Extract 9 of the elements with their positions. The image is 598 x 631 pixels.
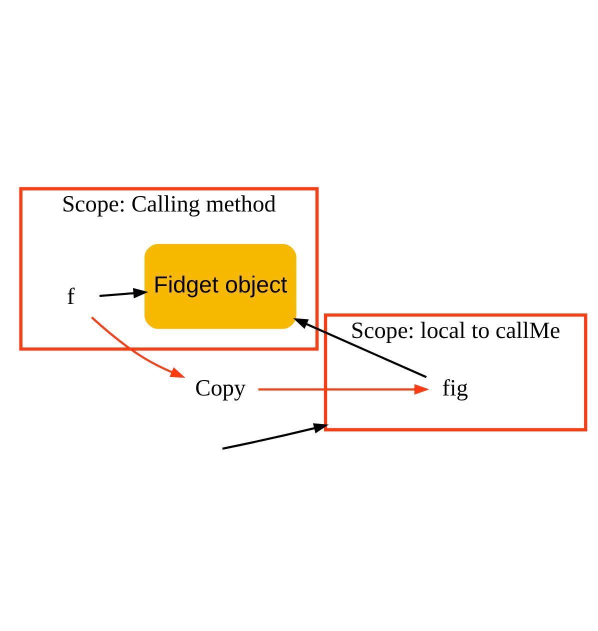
arrow	[222, 423, 329, 450]
arrow	[99, 288, 148, 298]
node-text: f	[66, 284, 75, 310]
arrow	[91, 316, 186, 378]
arrow	[293, 318, 427, 378]
arrow	[258, 384, 430, 395]
node-box: Fidget object	[144, 244, 296, 329]
node-text: Copy	[195, 375, 246, 402]
node-text: fig	[442, 375, 468, 402]
